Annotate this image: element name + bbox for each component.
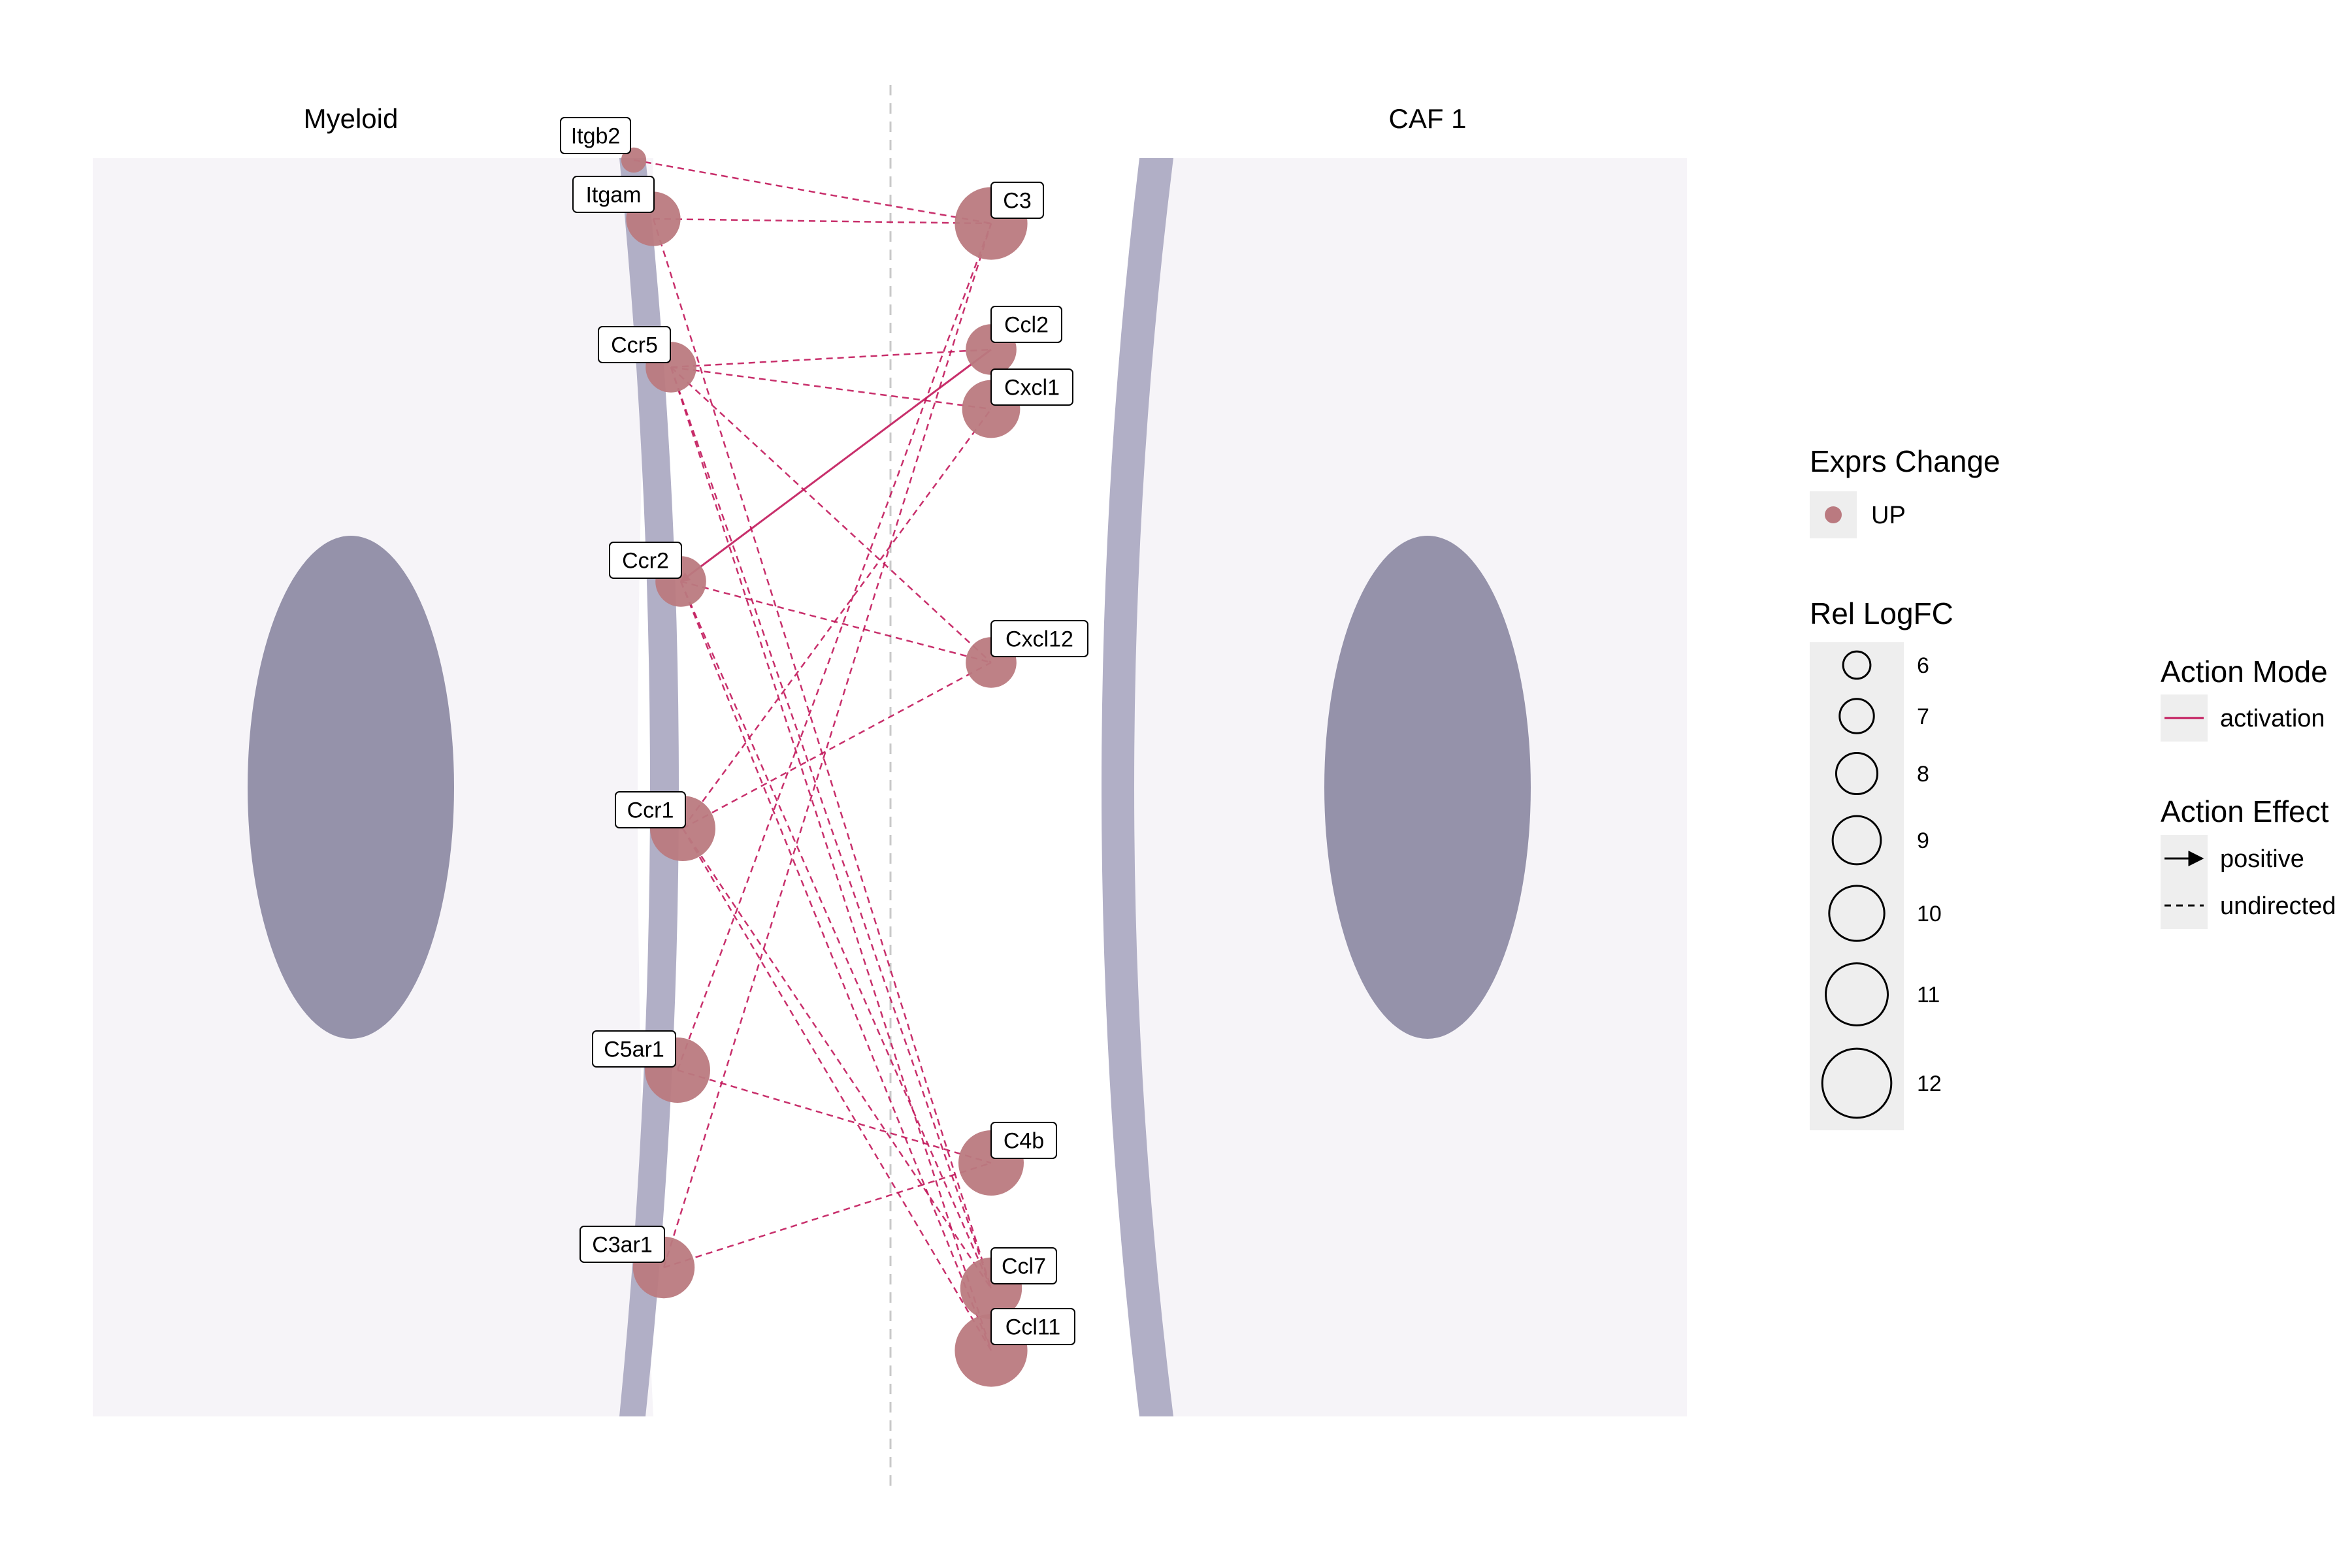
size-legend-label-7: 7 — [1917, 704, 1929, 729]
myeloid-membrane — [619, 158, 679, 1416]
label-box-Ccl7 — [990, 1247, 1057, 1284]
edges-layer — [633, 159, 992, 1351]
legend-rel-logfc: Rel LogFC 6 7 8 9 10 11 12 — [1810, 596, 1953, 1130]
label-Ccr5: Ccr5 — [611, 333, 658, 358]
edge-Itgb2-C3 — [633, 159, 992, 225]
edge-Ccr5-Ccl7 — [670, 367, 992, 1289]
label-box-Itgam — [572, 176, 655, 213]
label-box-Cxcl1 — [990, 368, 1073, 406]
size-legend-circle-9 — [1831, 815, 1882, 866]
label-box-Ccl2 — [990, 306, 1062, 343]
label-Ccl11: Ccl11 — [1005, 1315, 1060, 1340]
size-legend-circle-8 — [1835, 751, 1879, 796]
label-box-Ccr1 — [615, 791, 686, 828]
size-legend-label-12: 12 — [1917, 1071, 1942, 1096]
label-Cxcl1: Cxcl1 — [1004, 376, 1060, 400]
label-C3ar1: C3ar1 — [592, 1233, 653, 1258]
nodes-layer — [621, 147, 1028, 1387]
size-legend-circle-7 — [1838, 698, 1875, 734]
edge-Itgam-C3 — [653, 218, 992, 225]
myeloid-cell — [93, 158, 679, 1416]
edge-Ccr1-Ccl11 — [681, 828, 992, 1351]
size-legend-label-8: 8 — [1917, 762, 1929, 787]
caf1-membrane — [1102, 158, 1173, 1416]
legend-action-effect-key-bg — [2161, 835, 2208, 929]
edge-C3ar1-C4b — [663, 1162, 992, 1269]
legend-exprs-change-title: Exprs Change — [1810, 444, 2001, 478]
label-Ccl7: Ccl7 — [1002, 1254, 1046, 1279]
legend-action-mode: Action Mode activation — [2161, 655, 2328, 742]
edge-C3ar1-C3 — [662, 223, 992, 1268]
size-legend-circle-10 — [1828, 885, 1886, 942]
label-Ccl2: Ccl2 — [1004, 313, 1049, 338]
edge-Ccr5-Ccl11 — [670, 367, 992, 1351]
label-Ccr2: Ccr2 — [622, 549, 669, 574]
label-box-Itgb2 — [560, 117, 631, 154]
label-C4b: C4b — [1004, 1129, 1044, 1154]
edge-Ccr1-Cxcl12 — [682, 661, 992, 830]
legend-up-label: UP — [1871, 502, 1906, 529]
label-box-C3 — [990, 182, 1044, 219]
label-Itgb2: Itgb2 — [571, 124, 621, 149]
edge-Ccr5-Cxcl1 — [670, 366, 992, 410]
label-box-Ccr5 — [598, 326, 671, 363]
legend-action-effect-title: Action Effect — [2161, 794, 2329, 828]
legend-up-dot — [1825, 506, 1842, 523]
edge-Ccl2-Ccr2 — [679, 348, 992, 583]
right-cell-title: CAF 1 — [1388, 103, 1466, 134]
size-legend-label-6: 6 — [1917, 653, 1929, 678]
size-legend-label-11: 11 — [1917, 983, 1940, 1007]
label-box-C5ar1 — [592, 1030, 676, 1068]
edge-Ccr5-Cxcl12 — [670, 367, 992, 663]
edge-C5ar1-C3 — [676, 223, 992, 1071]
label-Cxcl12: Cxcl12 — [1005, 627, 1073, 652]
label-C5ar1: C5ar1 — [604, 1037, 664, 1062]
label-Itgam: Itgam — [585, 183, 641, 208]
edge-Ccr2-Ccl7 — [679, 581, 992, 1289]
edge-C5ar1-C4b — [677, 1069, 992, 1164]
legend-exprs-change: Exprs Change UP — [1810, 444, 2001, 538]
left-cell-title: Myeloid — [304, 103, 399, 134]
edge-Ccr5-Ccl2 — [670, 348, 992, 368]
label-box-Ccl11 — [990, 1308, 1075, 1345]
legend-undirected-label: undirected — [2220, 892, 2336, 920]
myeloid-nucleus — [248, 536, 454, 1039]
legend-positive-label: positive — [2220, 845, 2304, 873]
label-box-C3ar1 — [580, 1226, 665, 1263]
label-C3: C3 — [1003, 189, 1031, 214]
caf1-nucleus — [1324, 536, 1531, 1039]
label-Ccr1: Ccr1 — [627, 798, 674, 823]
legend-activation-label: activation — [2220, 705, 2325, 732]
size-legend-circle-12 — [1821, 1047, 1893, 1119]
size-legend-label-10: 10 — [1917, 902, 1942, 926]
size-legend-circle-6 — [1842, 650, 1872, 680]
label-box-C4b — [990, 1122, 1057, 1159]
edge-Ccr1-Cxcl1 — [681, 408, 992, 829]
edge-Ccr1-Ccl7 — [681, 828, 992, 1289]
edge-Ccr2-Cxcl12 — [680, 580, 992, 664]
label-box-Ccr2 — [609, 542, 682, 579]
label-box-Cxcl12 — [990, 620, 1088, 657]
legend-rel-logfc-title: Rel LogFC — [1810, 596, 1953, 630]
edge-Ccr2-Ccl11 — [679, 581, 992, 1351]
size-legend-layer: 6 7 8 9 10 11 12 — [1821, 650, 1942, 1119]
legend-action-effect: Action Effect positive undirected — [2161, 794, 2336, 929]
legend-action-mode-title: Action Mode — [2161, 655, 2328, 689]
size-legend-label-9: 9 — [1917, 828, 1929, 853]
caf1-cell — [1102, 158, 1687, 1416]
size-legend-circle-11 — [1825, 962, 1889, 1026]
